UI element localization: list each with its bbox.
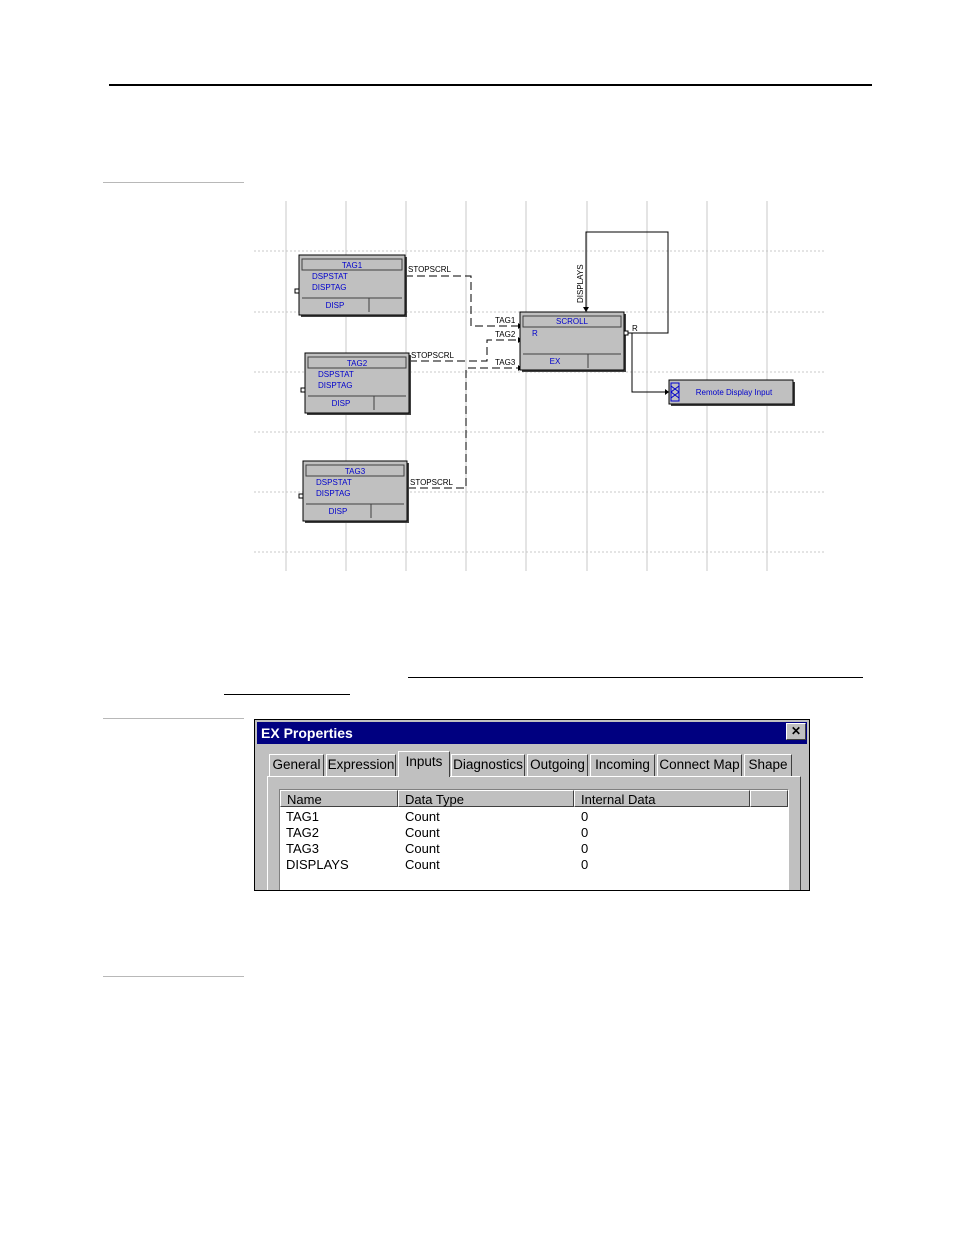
row-type: Count — [405, 825, 440, 840]
block-tag2-line1: DSPSTAT — [318, 370, 354, 379]
tab-shape[interactable]: Shape — [744, 754, 792, 776]
inputs-panel — [267, 776, 801, 890]
tab-general[interactable]: General — [269, 754, 324, 776]
block-scroll-footer: EX — [550, 357, 561, 366]
wire-stopscrl-1 — [405, 275, 518, 327]
block-tag3-title: TAG3 — [345, 467, 366, 476]
wire-label-tag1: TAG1 — [495, 316, 516, 325]
wire-remote — [631, 333, 666, 393]
row-data: 0 — [581, 825, 589, 840]
close-icon: ✕ — [790, 724, 802, 738]
tab-incoming-label: Incoming — [595, 757, 650, 772]
remote-input-icon — [670, 382, 680, 402]
row-name: TAG3 — [286, 841, 319, 856]
column-header-name-label: Name — [287, 792, 322, 807]
column-header-internal-data[interactable]: Internal Data — [574, 790, 750, 807]
dialog-title-bar: EX Properties — [257, 722, 807, 744]
tab-inputs[interactable]: Inputs — [398, 751, 450, 777]
tab-diagnostics[interactable]: Diagnostics — [451, 754, 525, 776]
tab-incoming[interactable]: Incoming — [590, 754, 655, 776]
block-tag2: TAG2 DSPSTAT DISPTAG DISP — [300, 352, 411, 415]
column-header-data-type-label: Data Type — [405, 792, 465, 807]
block-tag1-footer: DISP — [326, 301, 345, 310]
block-tag2-line2: DISPTAG — [318, 381, 353, 390]
tab-inputs-label: Inputs — [405, 754, 443, 769]
row-name: TAG2 — [286, 825, 319, 840]
tab-shape-label: Shape — [748, 757, 788, 772]
tab-connect-map[interactable]: Connect Map — [657, 754, 742, 776]
wire-feedback — [585, 231, 669, 334]
block-tag1-title: TAG1 — [342, 261, 363, 270]
column-header-blank[interactable] — [750, 790, 788, 807]
inputs-list[interactable]: Name Data Type Internal Data TAG1 Count … — [279, 789, 789, 890]
wire-stopscrl-3 — [408, 367, 518, 489]
block-tag3: TAG3 DSPSTAT DISPTAG DISP — [298, 460, 409, 523]
block-scroll-title: SCROLL — [556, 317, 589, 326]
wire-label-displays: DISPLAYS — [576, 264, 585, 303]
underline-1 — [408, 677, 863, 678]
block-tag3-line2: DISPTAG — [316, 489, 351, 498]
function-block-diagram: STOPSCRL STOPSCRL STOPSCRL TAG1 TAG2 TAG… — [254, 201, 826, 571]
row-type: Count — [405, 857, 440, 872]
ex-properties-dialog: EX Properties ✕ General Expression Input… — [254, 719, 810, 891]
block-tag2-footer: DISP — [332, 399, 351, 408]
block-tag1: TAG1 DSPSTAT DISPTAG DISP — [294, 254, 407, 317]
row-data: 0 — [581, 857, 589, 872]
wire-stopscrl-2 — [409, 339, 518, 362]
section-rule-3 — [103, 976, 244, 977]
block-remote-label: Remote Display Input — [696, 388, 773, 397]
block-scroll-line: R — [532, 329, 538, 338]
row-type: Count — [405, 809, 440, 824]
tab-expression-label: Expression — [327, 757, 395, 772]
header-rule — [109, 84, 872, 86]
block-tag1-line2: DISPTAG — [312, 283, 347, 292]
underline-2 — [224, 694, 350, 695]
tab-general-label: General — [272, 757, 321, 772]
tab-connect-map-label: Connect Map — [659, 757, 740, 772]
close-button[interactable]: ✕ — [786, 723, 806, 740]
block-remote-display: Remote Display Input — [668, 379, 795, 406]
block-tag1-line1: DSPSTAT — [312, 272, 348, 281]
tab-outgoing-label: Outgoing — [530, 757, 585, 772]
section-rule-2 — [103, 718, 244, 719]
row-type: Count — [405, 841, 440, 856]
block-tag2-title: TAG2 — [347, 359, 368, 368]
block-scroll: SCROLL R EX — [519, 311, 629, 372]
row-data: 0 — [581, 841, 589, 856]
tab-outgoing[interactable]: Outgoing — [527, 754, 588, 776]
row-name: TAG1 — [286, 809, 319, 824]
column-header-name[interactable]: Name — [280, 790, 398, 807]
row-name: DISPLAYS — [286, 857, 349, 872]
wire-label-tag2: TAG2 — [495, 330, 516, 339]
wire-label-tag3: TAG3 — [495, 358, 516, 367]
section-rule-1 — [103, 182, 244, 183]
dialog-title: EX Properties — [261, 725, 353, 741]
column-header-data-type[interactable]: Data Type — [398, 790, 574, 807]
block-tag3-line1: DSPSTAT — [316, 478, 352, 487]
tab-expression[interactable]: Expression — [326, 754, 396, 776]
row-data: 0 — [581, 809, 589, 824]
wire-label-stopscrl-1: STOPSCRL — [408, 265, 452, 274]
block-tag3-footer: DISP — [329, 507, 348, 516]
wire-label-r-out: R — [632, 324, 638, 333]
tab-diagnostics-label: Diagnostics — [453, 757, 523, 772]
column-header-internal-data-label: Internal Data — [581, 792, 656, 807]
wire-label-stopscrl-2: STOPSCRL — [411, 351, 455, 360]
wire-label-stopscrl-3: STOPSCRL — [410, 478, 454, 487]
